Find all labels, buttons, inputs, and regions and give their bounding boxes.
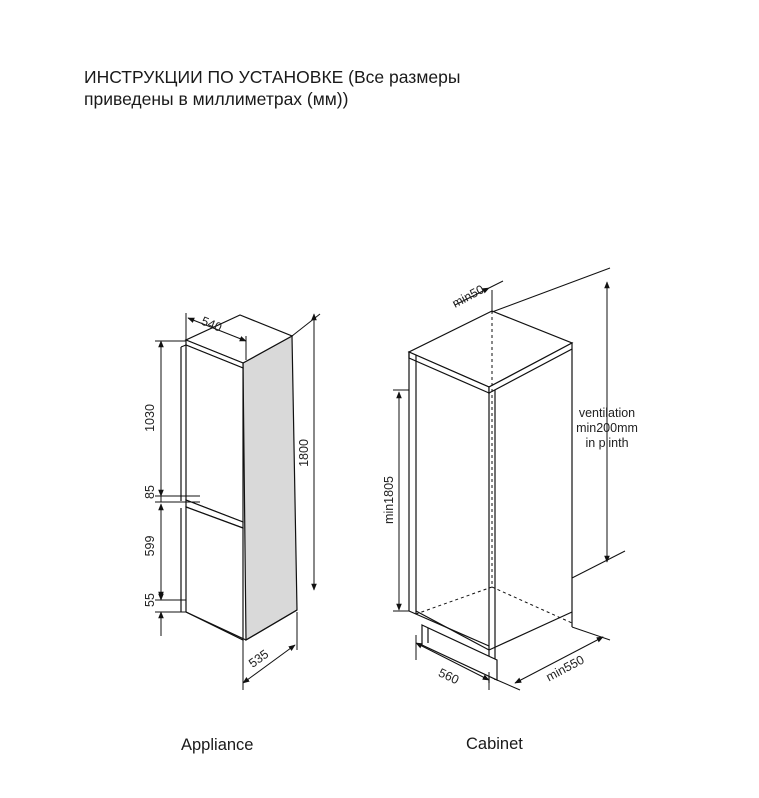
appliance-side-panel xyxy=(242,334,298,642)
cabinet-caption: Cabinet xyxy=(466,735,523,753)
cabinet-dimension-lines xyxy=(393,267,626,691)
dim-label-560: 560 xyxy=(436,666,461,688)
dim-label-85: 85 xyxy=(143,485,157,499)
appliance-upper-door xyxy=(185,344,244,523)
dim-label-1030: 1030 xyxy=(143,404,157,432)
dim-label-599: 599 xyxy=(143,536,157,557)
ventilation-label-line-2: min200mm xyxy=(576,421,638,435)
title-line-2: приведены в миллиметрах (мм)) xyxy=(84,89,349,109)
cabinet-top-face xyxy=(407,310,574,388)
dim-label-min50: min50 xyxy=(450,282,487,310)
appliance-caption: Appliance xyxy=(181,736,254,754)
dim-label-535: 535 xyxy=(246,647,271,671)
appliance-lower-door xyxy=(185,506,244,641)
dim-label-min1805: min1805 xyxy=(382,476,396,524)
appliance-dimension-lines xyxy=(155,313,321,690)
ventilation-label-line-3: in plinth xyxy=(585,436,628,450)
dim-label-55: 55 xyxy=(143,593,157,607)
appliance-drawing xyxy=(180,314,298,642)
cabinet-drawing xyxy=(407,310,574,683)
dim-label-min550: min550 xyxy=(544,653,587,685)
dim-label-1800: 1800 xyxy=(297,439,311,467)
page-title: ИНСТРУКЦИИ ПО УСТАНОВКЕ (Все размеры при… xyxy=(84,66,604,110)
ventilation-label-line-1: ventilation xyxy=(579,406,635,420)
title-line-1: ИНСТРУКЦИИ ПО УСТАНОВКЕ (Все размеры xyxy=(84,67,461,87)
